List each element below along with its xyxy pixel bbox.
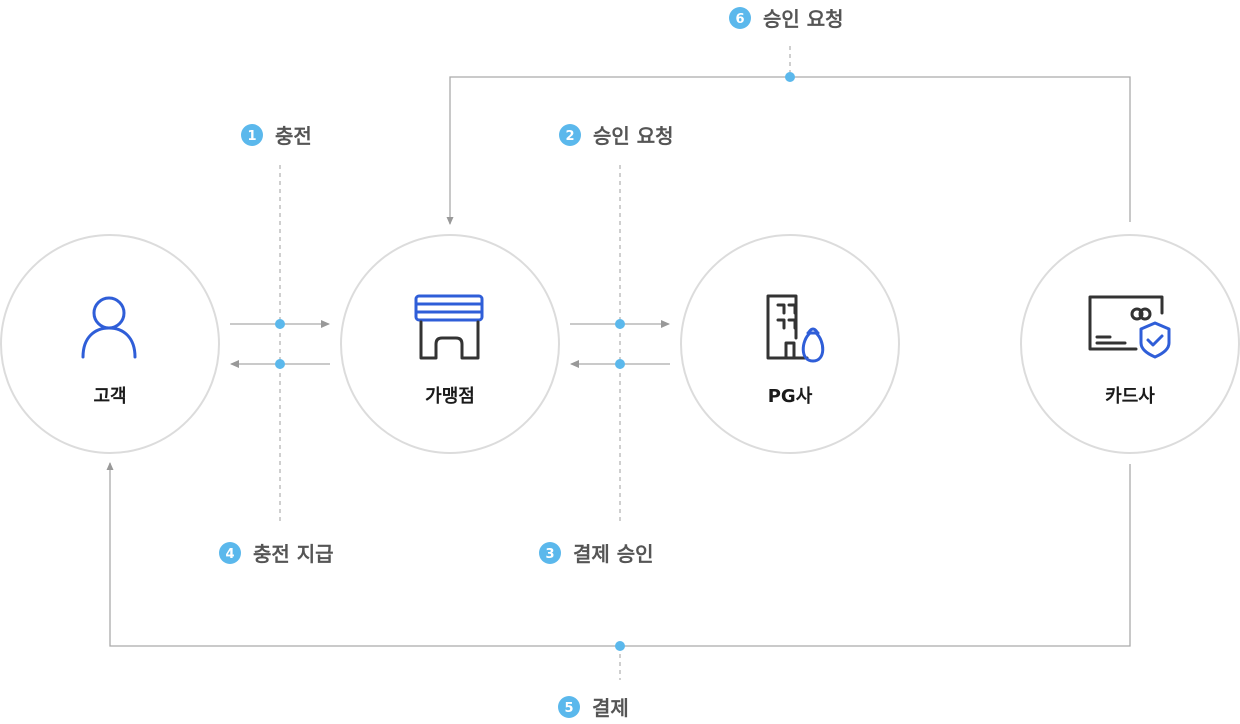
node-pg: PG사: [680, 234, 900, 454]
svg-text:4: 4: [225, 547, 234, 562]
node-merchant: 가맹점: [340, 234, 560, 454]
step-badge: [219, 542, 241, 564]
store-icon: [414, 294, 484, 360]
svg-text:2: 2: [565, 129, 574, 144]
step-3: 3 결제 승인: [539, 542, 654, 566]
node-label: 가맹점: [425, 386, 475, 407]
card-shield-icon: [1088, 295, 1171, 359]
node-label: 고객: [93, 386, 126, 407]
connector-dot: [615, 319, 625, 329]
step-badge: [559, 124, 581, 146]
step-badge: [539, 542, 561, 564]
connector-card-to-customer: [106, 462, 1131, 680]
step-4: 4 충전 지급: [219, 542, 334, 566]
svg-text:6: 6: [735, 12, 744, 27]
connector-card-to-merchant: [446, 46, 1131, 225]
step-badge: [558, 696, 580, 718]
node-label: 카드사: [1105, 386, 1155, 407]
step-label: 승인 요청: [763, 7, 844, 31]
connector-dot: [615, 641, 625, 651]
node-card-company: 카드사: [1020, 234, 1240, 454]
step-label: 충전 지급: [253, 542, 334, 566]
svg-text:5: 5: [564, 701, 573, 716]
step-label: 결제: [592, 696, 629, 720]
connector-dot: [275, 359, 285, 369]
person-icon: [81, 296, 137, 359]
connector-dot: [785, 72, 795, 82]
node-customer: 고객: [0, 234, 220, 454]
svg-text:1: 1: [247, 129, 256, 144]
step-1: 1 충전: [241, 124, 312, 148]
step-6: 6 승인 요청: [729, 7, 844, 31]
step-label: 결제 승인: [573, 542, 654, 566]
connector-customer-merchant: [230, 165, 330, 525]
step-2: 2 승인 요청: [559, 124, 674, 148]
svg-text:3: 3: [545, 547, 554, 562]
step-5: 5 결제: [558, 696, 629, 720]
step-badge: [241, 124, 263, 146]
connector-dot: [275, 319, 285, 329]
node-label: PG사: [768, 386, 813, 407]
connector-merchant-pg: [570, 165, 670, 525]
step-label: 충전: [275, 124, 312, 148]
building-money-icon: [766, 294, 825, 363]
connector-dot: [615, 359, 625, 369]
step-badge: [729, 7, 751, 29]
step-label: 승인 요청: [593, 124, 674, 148]
